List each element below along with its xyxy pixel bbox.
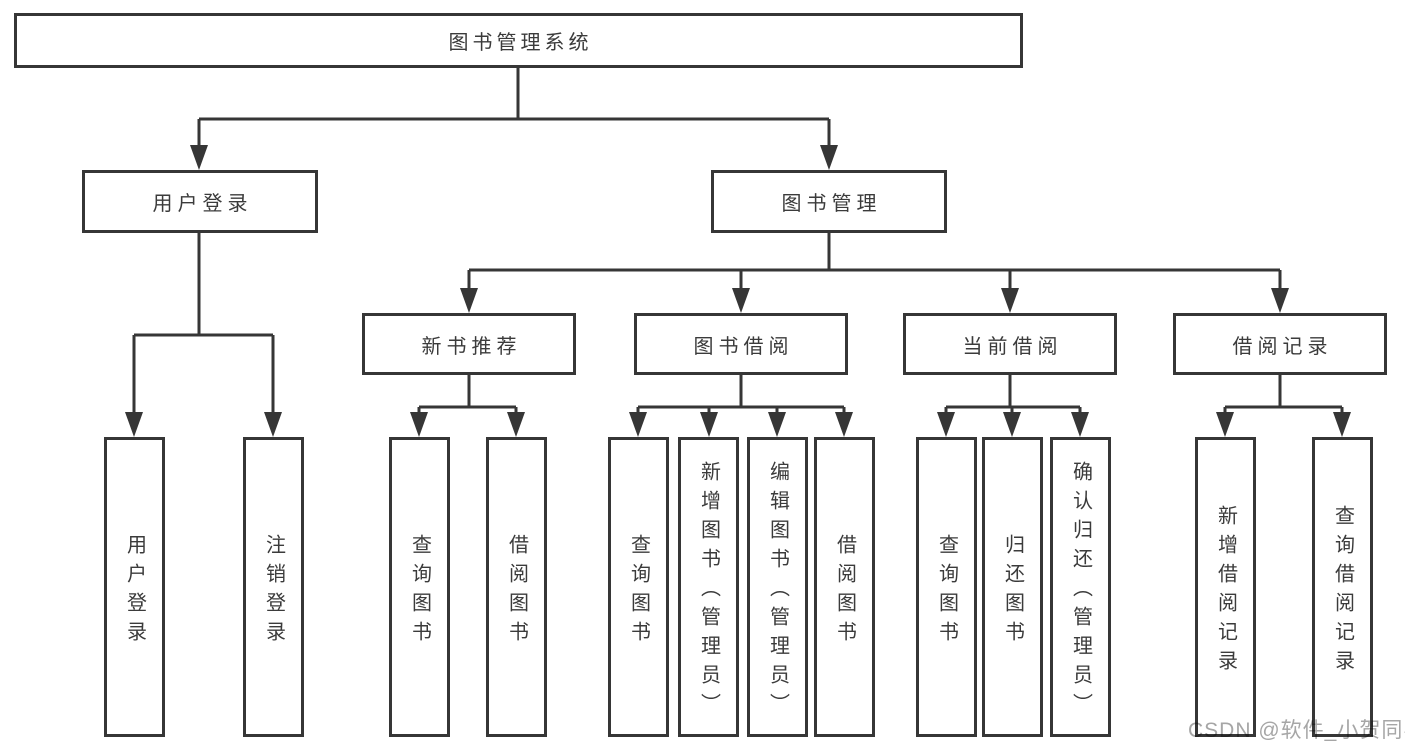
node-label: 图书借阅 <box>693 335 794 358</box>
arrowheads <box>125 145 1351 437</box>
leaf-logout: 注销登录 <box>243 437 304 737</box>
node-label: 当前借阅 <box>962 335 1063 358</box>
leaf-add-books-admin: 新增图书（管理员） <box>678 437 739 737</box>
leaf-add-borrow-record: 新增借阅记录 <box>1195 437 1256 737</box>
leaf-query-borrow-record: 查询借阅记录 <box>1312 437 1373 737</box>
node-label: 图书管理 <box>781 193 882 215</box>
node-label: 确认归还（管理员） <box>1069 461 1092 722</box>
leaf-borrow-books-recommend: 借阅图书 <box>486 437 547 737</box>
leaf-query-books-current: 查询图书 <box>916 437 977 737</box>
node-borrowing-records: 借阅记录 <box>1173 313 1387 375</box>
leaf-edit-books-admin: 编辑图书（管理员） <box>747 437 808 737</box>
node-label: 新增图书（管理员） <box>697 461 720 722</box>
csdn-watermark: CSDN @软件_小贺同学 <box>1188 719 1405 742</box>
leaf-borrow-books-borrowing: 借阅图书 <box>814 437 875 737</box>
leaf-user-login: 用户登录 <box>104 437 165 737</box>
node-label: 新增借阅记录 <box>1214 504 1237 679</box>
node-label: 查询图书 <box>408 533 431 650</box>
node-label: 借阅图书 <box>833 533 856 650</box>
leaf-return-books: 归还图书 <box>982 437 1043 737</box>
node-label: 归还图书 <box>1001 533 1024 650</box>
leaf-confirm-return-admin: 确认归还（管理员） <box>1050 437 1111 737</box>
node-label: 用户登录 <box>123 533 146 650</box>
leaf-query-books-borrowing: 查询图书 <box>608 437 669 737</box>
node-label: 图书管理系统 <box>448 32 593 54</box>
node-label: 注销登录 <box>262 533 285 650</box>
node-label: 编辑图书（管理员） <box>766 461 789 722</box>
node-label: 查询图书 <box>627 533 650 650</box>
node-label: 查询借阅记录 <box>1331 504 1354 679</box>
node-label: 借阅图书 <box>505 533 528 650</box>
node-library-management-system: 图书管理系统 <box>14 13 1023 68</box>
node-current-borrowing: 当前借阅 <box>903 313 1117 375</box>
node-label: 新书推荐 <box>421 335 522 358</box>
node-user-login: 用户登录 <box>82 170 318 233</box>
leaf-query-books-recommend: 查询图书 <box>389 437 450 737</box>
node-label: 借阅记录 <box>1232 335 1333 358</box>
node-label: 查询图书 <box>935 533 958 650</box>
node-book-borrowing: 图书借阅 <box>634 313 848 375</box>
node-new-book-recommendation: 新书推荐 <box>362 313 576 375</box>
node-label: 用户登录 <box>152 193 253 215</box>
node-book-management: 图书管理 <box>711 170 947 233</box>
